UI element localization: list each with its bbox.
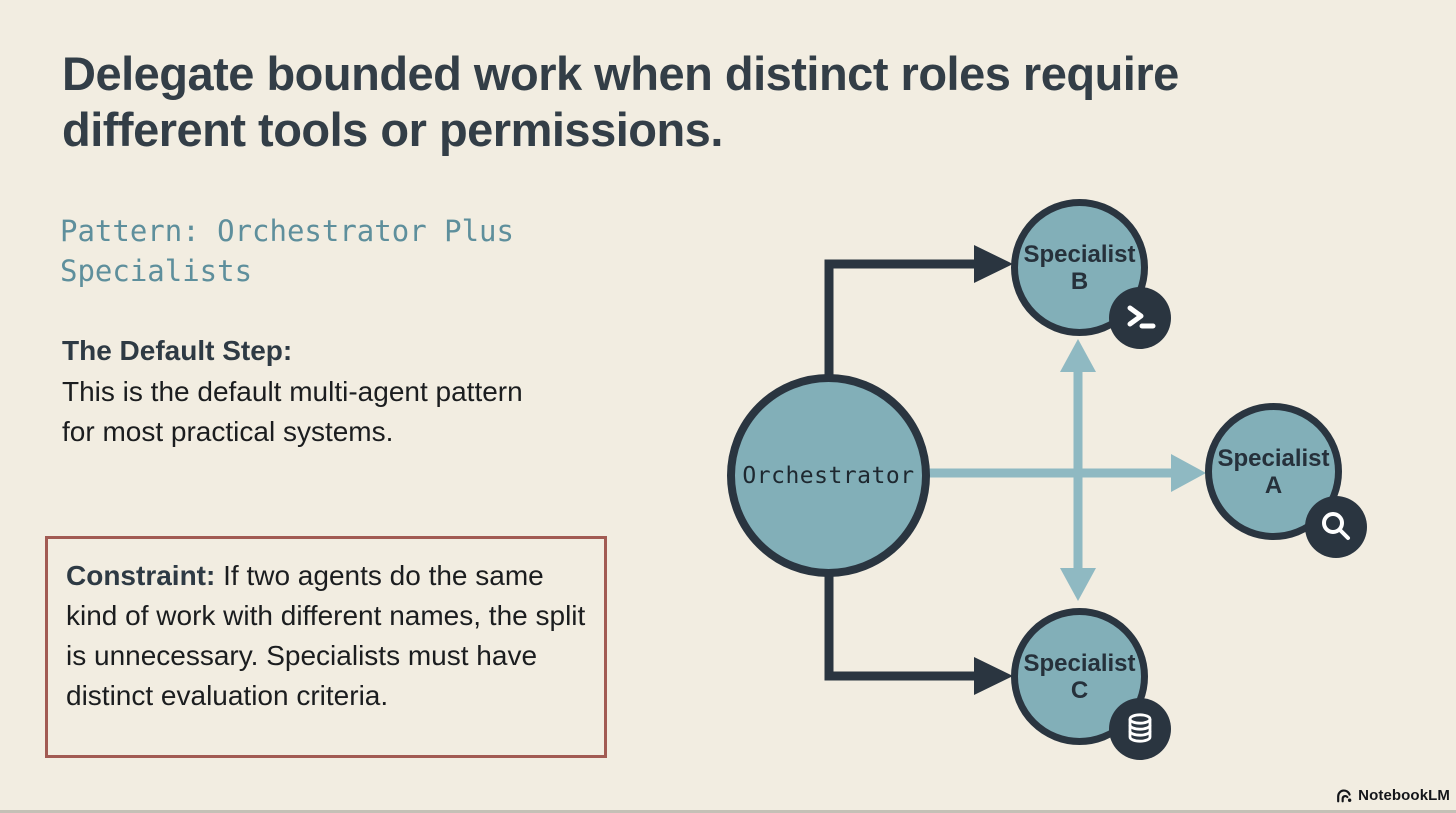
page-title-line-1: Delegate bounded work when distinct role… (62, 47, 1179, 100)
notebooklm-attribution: NotebookLM (1335, 787, 1450, 804)
arrowhead-to-specialist-b (974, 245, 1013, 283)
default-step-body: This is the default multi-agent pattern … (62, 376, 523, 447)
specialist-c-label: Specialist C (1023, 650, 1135, 704)
constraint-body: If two agents do the same kind of work w… (66, 560, 586, 711)
default-step-section: The Default Step: This is the default mu… (62, 330, 562, 452)
orchestrator-label: Orchestrator (742, 462, 915, 489)
constraint-label: Constraint: (66, 560, 216, 591)
specialist-b-letter: B (1070, 267, 1089, 295)
arrowhead-to-specialist-a (1171, 454, 1206, 492)
arrowhead-down-to-specialist-c (1060, 568, 1096, 601)
constraint-callout: Constraint: If two agents do the same ki… (45, 536, 607, 758)
specialist-c-letter: C (1070, 676, 1089, 704)
terminal-icon (1127, 305, 1156, 329)
specialist-c-node: Specialist C (1011, 608, 1148, 745)
connector-orchestrator-to-specialist-c (824, 570, 976, 681)
orchestrator-node: Orchestrator (727, 374, 930, 577)
database-icon (1128, 713, 1152, 743)
specialist-b-label: Specialist B (1023, 241, 1135, 295)
specialist-a-letter: A (1264, 471, 1283, 499)
specialist-a-label: Specialist A (1217, 445, 1329, 499)
arrowhead-to-specialist-c (974, 657, 1013, 695)
pattern-subtitle-line-2: Specialists (60, 254, 253, 288)
pattern-subtitle-line-1: Pattern: Orchestrator Plus (60, 214, 514, 248)
specialist-c-name: Specialist (1023, 649, 1136, 677)
arrowhead-up-to-specialist-b (1060, 339, 1096, 372)
pattern-subtitle: Pattern: Orchestrator Plus Specialists (60, 211, 514, 291)
specialist-c-badge (1109, 698, 1171, 760)
page-title-line-2: different tools or permissions. (62, 103, 723, 156)
specialist-a-badge (1305, 496, 1367, 558)
default-step-heading: The Default Step: (62, 335, 293, 366)
specialist-a-name: Specialist (1217, 444, 1330, 472)
connector-orchestrator-to-specialist-b (824, 259, 976, 380)
search-icon (1322, 512, 1350, 540)
notebooklm-logo-icon (1337, 789, 1352, 803)
specialist-b-name: Specialist (1023, 240, 1136, 268)
specialist-b-badge (1109, 287, 1171, 349)
page-title: Delegate bounded work when distinct role… (62, 46, 1179, 158)
bottom-edge-strip (0, 810, 1456, 813)
notebooklm-brand-text: NotebookLM (1358, 787, 1450, 804)
